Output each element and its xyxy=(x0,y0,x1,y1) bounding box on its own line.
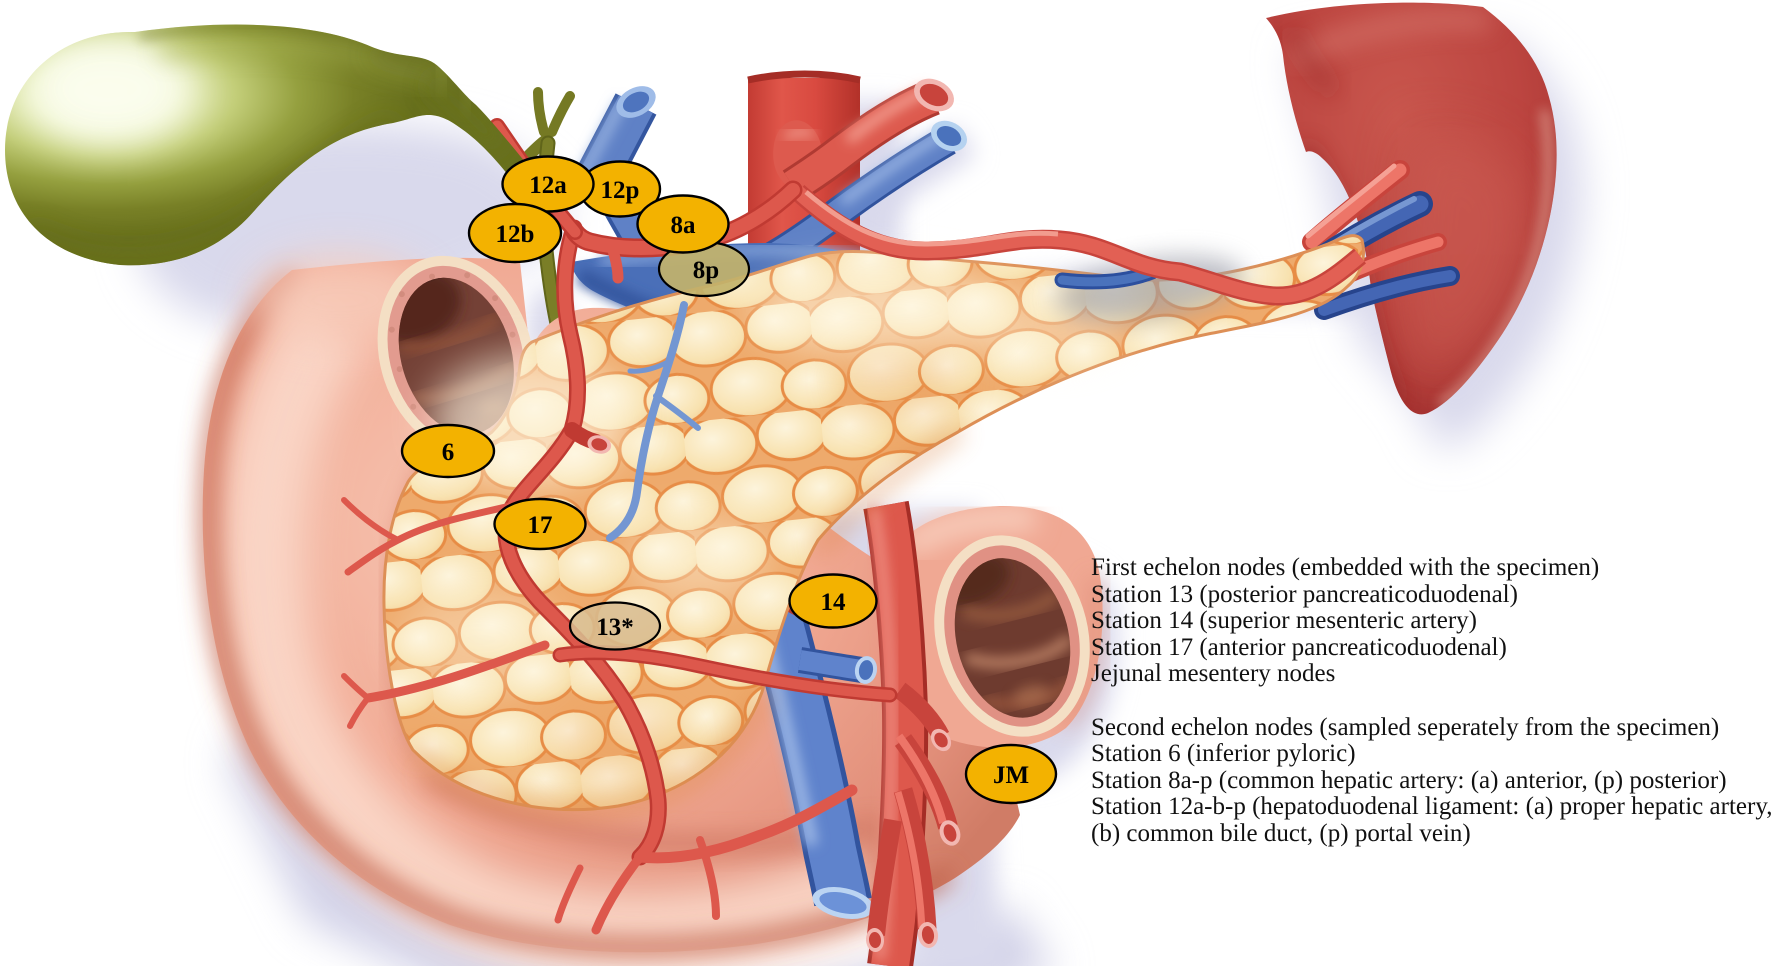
svg-text:JM: JM xyxy=(993,762,1029,789)
svg-text:12a: 12a xyxy=(529,172,567,199)
svg-text:14: 14 xyxy=(821,589,847,616)
svg-text:13*: 13* xyxy=(596,614,634,641)
svg-text:17: 17 xyxy=(528,512,553,539)
svg-text:6: 6 xyxy=(442,439,455,466)
svg-text:8a: 8a xyxy=(671,212,697,239)
svg-text:12p: 12p xyxy=(601,177,640,204)
svg-text:8p: 8p xyxy=(693,257,719,284)
svg-text:12b: 12b xyxy=(496,221,535,248)
